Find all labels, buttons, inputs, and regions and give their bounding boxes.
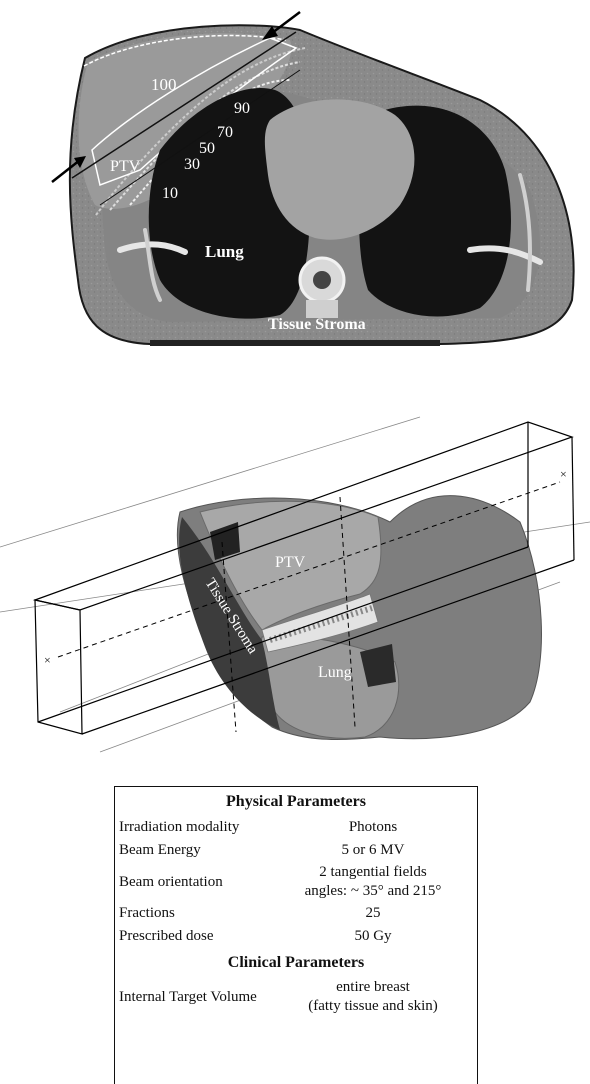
param-key: Fractions (115, 904, 269, 923)
param-key: Beam Energy (115, 841, 269, 860)
beam-3d-figure: × × PTV Lung Tissue Stroma (0, 382, 590, 762)
dose-label-30: 30 (184, 156, 200, 173)
svg-text:×: × (44, 653, 51, 667)
table-row: Beam Energy 5 or 6 MV (115, 839, 477, 862)
clinical-parameters-title: Clinical Parameters (115, 948, 477, 977)
ct-ptv-label: PTV (110, 158, 141, 175)
svg-text:×: × (560, 467, 567, 481)
parameters-table: Physical Parameters Irradiation modality… (114, 786, 478, 1084)
physical-parameters-title: Physical Parameters (115, 787, 477, 816)
param-value: 50 Gy (269, 927, 477, 946)
dose-label-90: 90 (234, 100, 250, 117)
param-value: 2 tangential fields angles: ~ 35° and 21… (269, 863, 477, 901)
ct-lung-label: Lung (205, 242, 244, 261)
table-row: Beam orientation 2 tangential fields ang… (115, 862, 477, 902)
render-ptv-label: PTV (275, 554, 306, 571)
param-key: Beam orientation (115, 873, 269, 892)
dose-label-50: 50 (199, 140, 215, 157)
dose-label-100: 100 (151, 75, 177, 94)
ct-stroma-label: Tissue Stroma (268, 316, 366, 333)
dose-label-10: 10 (162, 185, 178, 202)
param-value-line: angles: ~ 35° and 215° (269, 882, 477, 901)
param-key: Internal Target Volume (115, 988, 269, 1007)
param-key: Prescribed dose (115, 927, 269, 946)
render-lung-label: Lung (318, 664, 352, 681)
param-value: entire breast (fatty tissue and skin) (269, 978, 477, 1016)
dose-label-70: 70 (217, 124, 233, 141)
table-row: Prescribed dose 50 Gy (115, 925, 477, 948)
table-row: Irradiation modality Photons (115, 816, 477, 839)
table-row: Fractions 25 (115, 902, 477, 925)
param-key: Irradiation modality (115, 818, 269, 837)
param-value: Photons (269, 818, 477, 837)
table-row: Internal Target Volume entire breast (fa… (115, 977, 477, 1017)
param-value-line: entire breast (269, 978, 477, 997)
ct-slice-image: 100 90 70 50 30 10 PTV Lung Tissue Strom… (0, 0, 590, 360)
ct-slice-figure: 100 90 70 50 30 10 PTV Lung Tissue Strom… (0, 0, 590, 360)
param-value-line: 2 tangential fields (269, 863, 477, 882)
param-value-line: (fatty tissue and skin) (269, 997, 477, 1016)
param-value: 5 or 6 MV (269, 841, 477, 860)
param-value: 25 (269, 904, 477, 923)
beam-3d-image: × × PTV Lung Tissue Stroma (0, 382, 590, 762)
